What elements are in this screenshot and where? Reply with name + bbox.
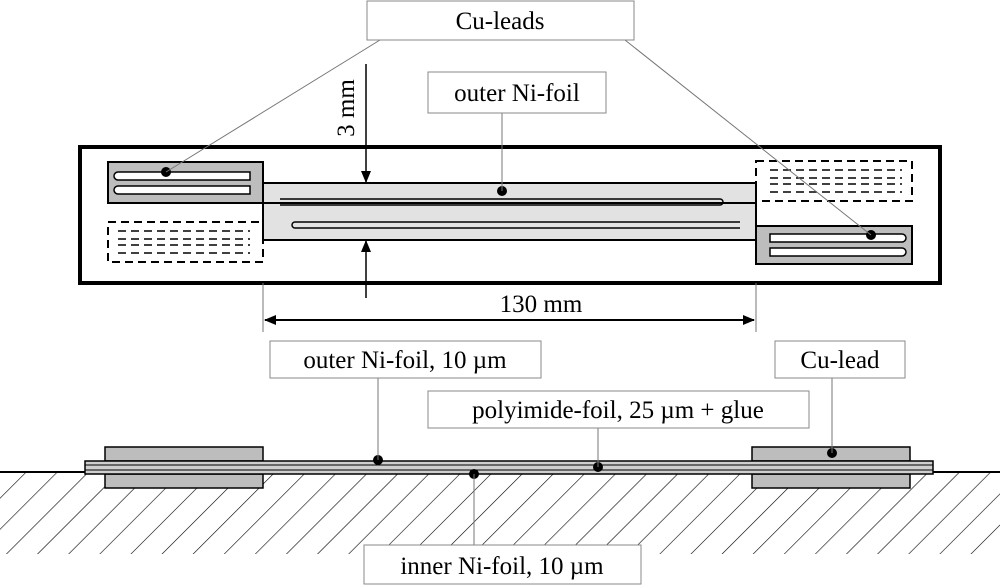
cu-lead-lower-right	[755, 225, 913, 265]
cu-lead-section-left-bottom	[104, 473, 264, 489]
leader-lines-bottom	[377, 378, 833, 545]
leader-lines-top	[165, 39, 872, 236]
inner-slot-end	[291, 221, 296, 229]
polyimide-label: polyimide-foil, 25 µm + glue	[472, 397, 764, 424]
outer-ni-foil-strip	[262, 182, 757, 204]
lead-slot-upper-left-2	[113, 185, 251, 195]
dimension-130mm: 130 mm	[262, 283, 757, 332]
dim-130mm-label: 130 mm	[500, 291, 583, 318]
cu-lead-section-right-bottom	[751, 473, 911, 489]
cu-leads-label: Cu-leads	[456, 8, 545, 35]
outer-ni-foil-label: outer Ni-foil	[454, 80, 580, 107]
cu-leads-callout: Cu-leads	[366, 0, 635, 41]
lead-slot-upper-left	[113, 171, 251, 181]
inner-ni-foil-callout: inner Ni-foil, 10 µm	[363, 544, 642, 585]
outer-ni-foil-thickness-label: outer Ni-foil, 10 µm	[303, 347, 507, 374]
outer-slot-end	[719, 198, 724, 206]
cu-lead-lower-left-dashed	[107, 221, 264, 263]
dimension-3mm: 3 mm	[333, 64, 371, 298]
outer-ni-foil-callout: outer Ni-foil	[427, 71, 607, 114]
top-view	[78, 145, 942, 285]
outer-ni-foil-thickness-callout: outer Ni-foil, 10 µm	[269, 340, 542, 379]
dim-3mm-label: 3 mm	[333, 79, 360, 137]
inner-ni-foil-label: inner Ni-foil, 10 µm	[400, 553, 604, 580]
cu-lead-section-left-top	[104, 446, 264, 462]
lead-slot-lower-right-2	[769, 247, 907, 257]
cu-lead-callout: Cu-lead	[774, 340, 906, 379]
polyimide-callout: polyimide-foil, 25 µm + glue	[427, 390, 810, 429]
dashed-slots-left	[118, 230, 250, 254]
cu-lead-label: Cu-lead	[800, 347, 880, 374]
polyimide-layer	[84, 460, 934, 475]
lead-slot-lower-right	[769, 233, 907, 243]
dashed-slots-right	[770, 169, 902, 193]
cu-lead-upper-left	[107, 161, 264, 204]
cu-lead-upper-right-dashed	[755, 160, 913, 202]
